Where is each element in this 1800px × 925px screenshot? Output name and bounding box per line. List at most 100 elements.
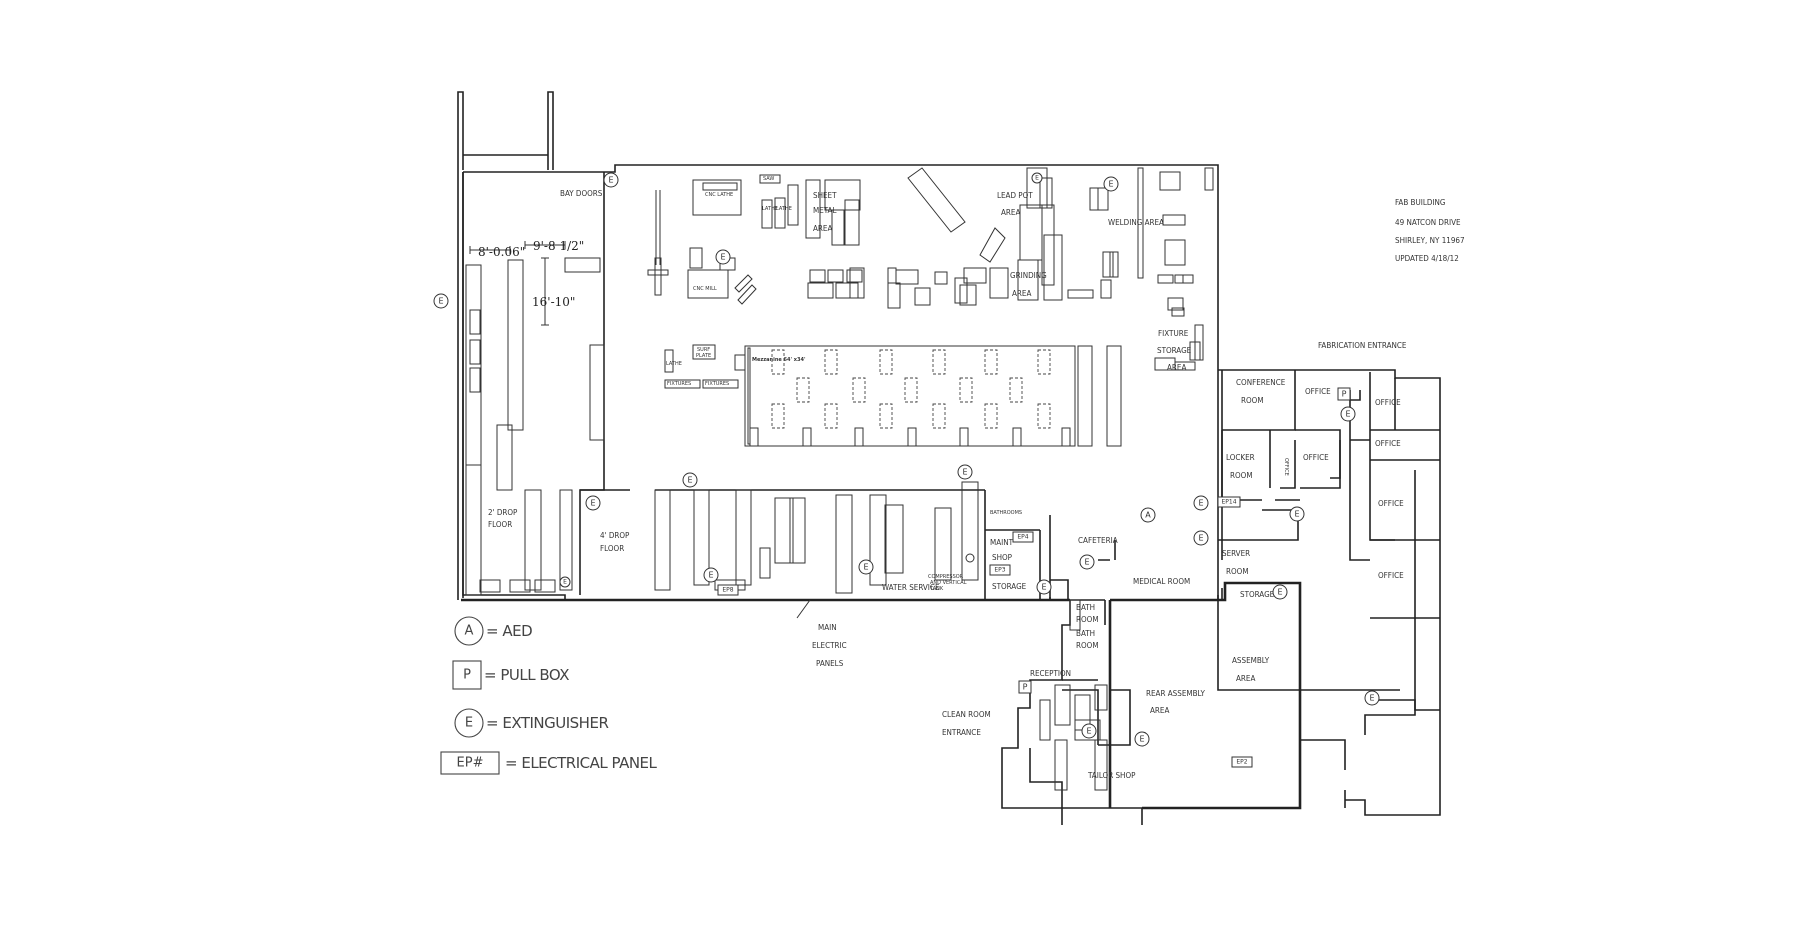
symbol-letter: E xyxy=(1035,175,1039,182)
dimension-labels: 8'-0.06" 9'-8 1/2" 16'-10" xyxy=(478,239,584,309)
label-bath-3: BATH xyxy=(1076,629,1095,638)
label-bath-1: BATH xyxy=(1076,603,1095,612)
symbol-letter: E xyxy=(720,253,725,262)
room-labels: BAY DOORS 2' DROP FLOOR 4' DROP FLOOR CN… xyxy=(488,176,1407,780)
plan-symbols: E E E E E E E E E E E E E E E E E E E A … xyxy=(433,172,1380,747)
label-tailor-shop: TAILOR SHOP xyxy=(1087,771,1136,780)
mezzanine-columns xyxy=(749,349,1071,447)
dim-2: 9'-8 1/2" xyxy=(533,239,584,253)
title-line-2: 49 NATCON DRIVE xyxy=(1395,218,1461,227)
symbol-letter: A xyxy=(1145,511,1151,520)
label-bay-doors: BAY DOORS xyxy=(560,189,603,198)
label-cnc-lathe: CNC LATHE xyxy=(705,192,733,198)
label-office-g: OFFICE xyxy=(1283,458,1289,476)
symbol-letter: E xyxy=(1277,588,1282,597)
label-clean-room-1: CLEAN ROOM xyxy=(942,710,991,719)
symbol-letter: EP# xyxy=(457,756,484,771)
symbol-letter: E xyxy=(438,297,443,306)
title-line-1: FAB BUILDING xyxy=(1395,198,1446,207)
dim-1: 8'-0.06" xyxy=(478,245,525,259)
title-line-4: UPDATED 4/18/12 xyxy=(1395,254,1459,263)
legend: A = AED P = PULL BOX E = EXTINGUISHER EP… xyxy=(440,616,658,775)
legend-panel: EP# = ELECTRICAL PANEL xyxy=(440,751,658,775)
symbol-letter: E xyxy=(1369,694,1374,703)
label-sheet-3: AREA xyxy=(813,224,832,233)
panel-icon xyxy=(440,751,500,775)
label-fixture-2: STORAGE xyxy=(1157,346,1192,355)
aed-icon: A xyxy=(1140,507,1156,523)
label-reception: RECEPTION xyxy=(1030,669,1071,678)
label-office-b: OFFICE xyxy=(1375,398,1401,407)
extinguisher-icon: E xyxy=(603,172,619,188)
label-drop-floor-4b: FLOOR xyxy=(600,544,624,553)
symbol-letter: E xyxy=(1108,180,1113,189)
symbol-letter: P xyxy=(1342,390,1347,399)
legend-extinguisher: E = EXTINGUISHER xyxy=(454,708,609,738)
symbol-letter: E xyxy=(708,571,713,580)
dim-3: 16'-10" xyxy=(532,295,575,309)
label-office-e: OFFICE xyxy=(1378,499,1404,508)
label-bath-4: ROOM xyxy=(1076,641,1099,650)
label-compressor-2: AND VERTICAL xyxy=(930,580,967,586)
label-grinding-2: AREA xyxy=(1012,289,1031,298)
symbol-letter: E xyxy=(1294,510,1299,519)
label-server-1: SERVER xyxy=(1222,549,1250,558)
label-welding: WELDING AREA xyxy=(1108,218,1164,227)
symbol-letter: E xyxy=(1084,558,1089,567)
symbol-letter: E xyxy=(1086,727,1091,736)
label-office-f: OFFICE xyxy=(1378,571,1404,580)
label-cnc-mill: CNC MILL xyxy=(693,286,717,292)
pull-box-icon: P xyxy=(1018,680,1032,694)
label-cafeteria: CAFETERIA xyxy=(1078,536,1118,545)
label-storage-a: STORAGE xyxy=(992,582,1027,591)
aed-icon xyxy=(454,616,484,646)
label-drop-floor-2a: 2' DROP xyxy=(488,508,518,517)
extinguisher-icon: E xyxy=(1031,172,1043,184)
legend-ext-label: = EXTINGUISHER xyxy=(486,714,608,732)
legend-aed: A = AED xyxy=(454,616,533,646)
symbol-letter: E xyxy=(1198,534,1203,543)
label-maint-2: SHOP xyxy=(992,553,1013,562)
label-office-a: OFFICE xyxy=(1305,387,1331,396)
legend-pull-label: = PULL BOX xyxy=(484,666,569,684)
equipment xyxy=(465,167,1214,791)
symbol-letter: E xyxy=(687,476,692,485)
symbol-letter: E xyxy=(1139,735,1144,744)
title-block: FAB BUILDING 49 NATCON DRIVE SHIRLEY, NY… xyxy=(1395,198,1465,263)
extinguisher-icon: E xyxy=(1036,579,1052,595)
label-main-electric-3: PANELS xyxy=(816,659,844,668)
extinguisher-icon: E xyxy=(1079,554,1095,570)
extinguisher-icon: E xyxy=(1134,731,1150,747)
label-clean-room-2: ENTRANCE xyxy=(942,728,981,737)
label-surf-2: PLATE xyxy=(696,353,711,359)
label-sheet-1: SHEET xyxy=(813,191,837,200)
extinguisher-icon: E xyxy=(957,464,973,480)
symbol-letter: E xyxy=(1345,410,1350,419)
extinguisher-icon: E xyxy=(433,293,449,309)
pull-box-icon: P xyxy=(1337,387,1351,401)
label-lead-pot-2: AREA xyxy=(1001,208,1020,217)
label-saw: SAW xyxy=(763,176,774,182)
extinguisher-icon: E xyxy=(715,249,731,265)
label-fab-entrance: FABRICATION ENTRANCE xyxy=(1318,341,1407,350)
main-electric-leader xyxy=(796,599,811,619)
symbol-letter: E xyxy=(608,176,613,185)
label-locker-2: ROOM xyxy=(1230,471,1253,480)
label-bath-2: ROOM xyxy=(1076,615,1099,624)
label-main-electric-2: ELECTRIC xyxy=(812,641,847,650)
extinguisher-icon: E xyxy=(682,472,698,488)
exterior-walls xyxy=(457,91,1441,825)
extinguisher-icon: E xyxy=(703,567,719,583)
label-office-d: OFFICE xyxy=(1303,453,1329,462)
label-bathrooms: BATHROOMS xyxy=(990,510,1022,516)
label-surf-1: SURF xyxy=(697,347,710,353)
label-assembly-1: ASSEMBLY xyxy=(1232,656,1270,665)
extinguisher-icon xyxy=(454,708,484,738)
label-compressor-3: TANK xyxy=(929,586,944,592)
label-water-service: WATER SERVICE xyxy=(882,583,940,592)
symbol-letter: E xyxy=(590,499,595,508)
symbol-letter: E xyxy=(863,563,868,572)
symbol-letter: E xyxy=(1198,499,1203,508)
panel-ep8: EP8 xyxy=(722,587,733,594)
